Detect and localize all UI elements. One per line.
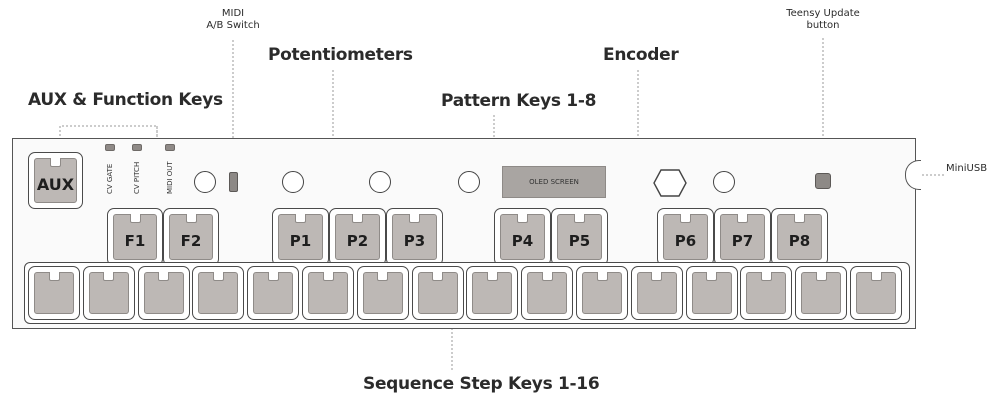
jack-cv-gate-indicator <box>105 144 115 151</box>
key-cap <box>143 272 184 314</box>
key-cap <box>527 272 568 314</box>
key-cap <box>417 272 458 314</box>
label-miniusb: MiniUSB <box>946 163 988 174</box>
key-cap <box>582 272 622 314</box>
function-key-f2[interactable]: F2 <box>163 208 219 266</box>
key-cap <box>636 272 677 314</box>
key-cap: P1 <box>278 214 323 260</box>
key-cap <box>34 272 74 314</box>
jack-label-midi-out: MIDI OUT <box>166 161 174 194</box>
key-cap: P3 <box>392 214 437 260</box>
key-cap: P2 <box>335 214 380 260</box>
midi-ab-switch[interactable] <box>229 172 238 192</box>
label-midi-switch: MIDI A/B Switch <box>206 8 260 31</box>
pattern-key-p6[interactable]: P6 <box>657 208 714 266</box>
potentiometer-4[interactable] <box>458 171 480 193</box>
sequence-step-key-10[interactable] <box>521 266 574 320</box>
label-potentiometers: Potentiometers <box>268 45 413 65</box>
key-cap <box>801 272 842 314</box>
pattern-key-p4[interactable]: P4 <box>494 208 551 266</box>
aux-key-cap: AUX <box>34 158 77 203</box>
label-teensy-update: Teensy Update button <box>786 8 860 31</box>
function-key-f1[interactable]: F1 <box>107 208 163 266</box>
aux-key[interactable]: AUX <box>28 152 83 209</box>
potentiometer-3[interactable] <box>369 171 391 193</box>
key-cap: P5 <box>557 214 602 260</box>
sequence-step-key-9[interactable] <box>466 266 519 320</box>
key-cap <box>253 272 294 314</box>
sequence-step-key-12[interactable] <box>630 266 683 320</box>
sequence-step-key-14[interactable] <box>740 266 793 320</box>
pattern-key-p2[interactable]: P2 <box>329 208 386 266</box>
key-cap: P8 <box>777 214 822 260</box>
key-cap: P7 <box>720 214 765 260</box>
key-cap: P6 <box>663 214 708 260</box>
sequence-step-key-3[interactable] <box>137 266 190 320</box>
label-sequence-keys: Sequence Step Keys 1-16 <box>363 374 600 394</box>
key-cap <box>308 272 348 314</box>
sequence-step-key-4[interactable] <box>192 266 245 320</box>
sequence-step-key-2[interactable] <box>82 266 135 320</box>
sequence-step-keys <box>24 262 910 324</box>
pattern-key-p5[interactable]: P5 <box>551 208 608 266</box>
encoder-knob[interactable] <box>652 168 688 198</box>
sequence-step-key-13[interactable] <box>685 266 738 320</box>
key-cap <box>88 272 129 314</box>
jack-label-cv-pitch: CV PITCH <box>133 161 141 194</box>
sequence-step-key-16[interactable] <box>850 266 902 320</box>
sequence-step-key-6[interactable] <box>302 266 354 320</box>
sequence-step-key-8[interactable] <box>411 266 464 320</box>
sequence-step-key-7[interactable] <box>356 266 409 320</box>
key-cap: F1 <box>113 214 157 260</box>
label-aux-function: AUX & Function Keys <box>28 90 223 110</box>
sequence-step-key-1[interactable] <box>28 266 80 320</box>
label-encoder: Encoder <box>603 45 679 65</box>
key-cap <box>691 272 732 314</box>
potentiometer-5[interactable] <box>713 171 735 193</box>
pattern-key-p8[interactable]: P8 <box>771 208 828 266</box>
sequence-step-key-5[interactable] <box>247 266 300 320</box>
key-cap <box>746 272 787 314</box>
jack-label-cv-gate: CV GATE <box>106 163 114 194</box>
sequence-step-key-11[interactable] <box>576 266 628 320</box>
pattern-key-p1[interactable]: P1 <box>272 208 329 266</box>
label-pattern-keys: Pattern Keys 1-8 <box>441 91 597 111</box>
key-cap <box>472 272 513 314</box>
potentiometer-2[interactable] <box>282 171 304 193</box>
pattern-key-p7[interactable]: P7 <box>714 208 771 266</box>
key-cap <box>856 272 896 314</box>
sequence-step-key-15[interactable] <box>795 266 848 320</box>
potentiometer-1[interactable] <box>194 171 216 193</box>
key-cap <box>362 272 403 314</box>
key-cap: F2 <box>169 214 213 260</box>
pattern-key-p3[interactable]: P3 <box>386 208 443 266</box>
jack-midi-out-indicator <box>165 144 175 151</box>
oled-screen: OLED SCREEN <box>502 166 606 198</box>
key-cap <box>198 272 239 314</box>
key-cap: P4 <box>500 214 545 260</box>
jack-cv-pitch-indicator <box>132 144 142 151</box>
teensy-update-button[interactable] <box>815 173 831 189</box>
